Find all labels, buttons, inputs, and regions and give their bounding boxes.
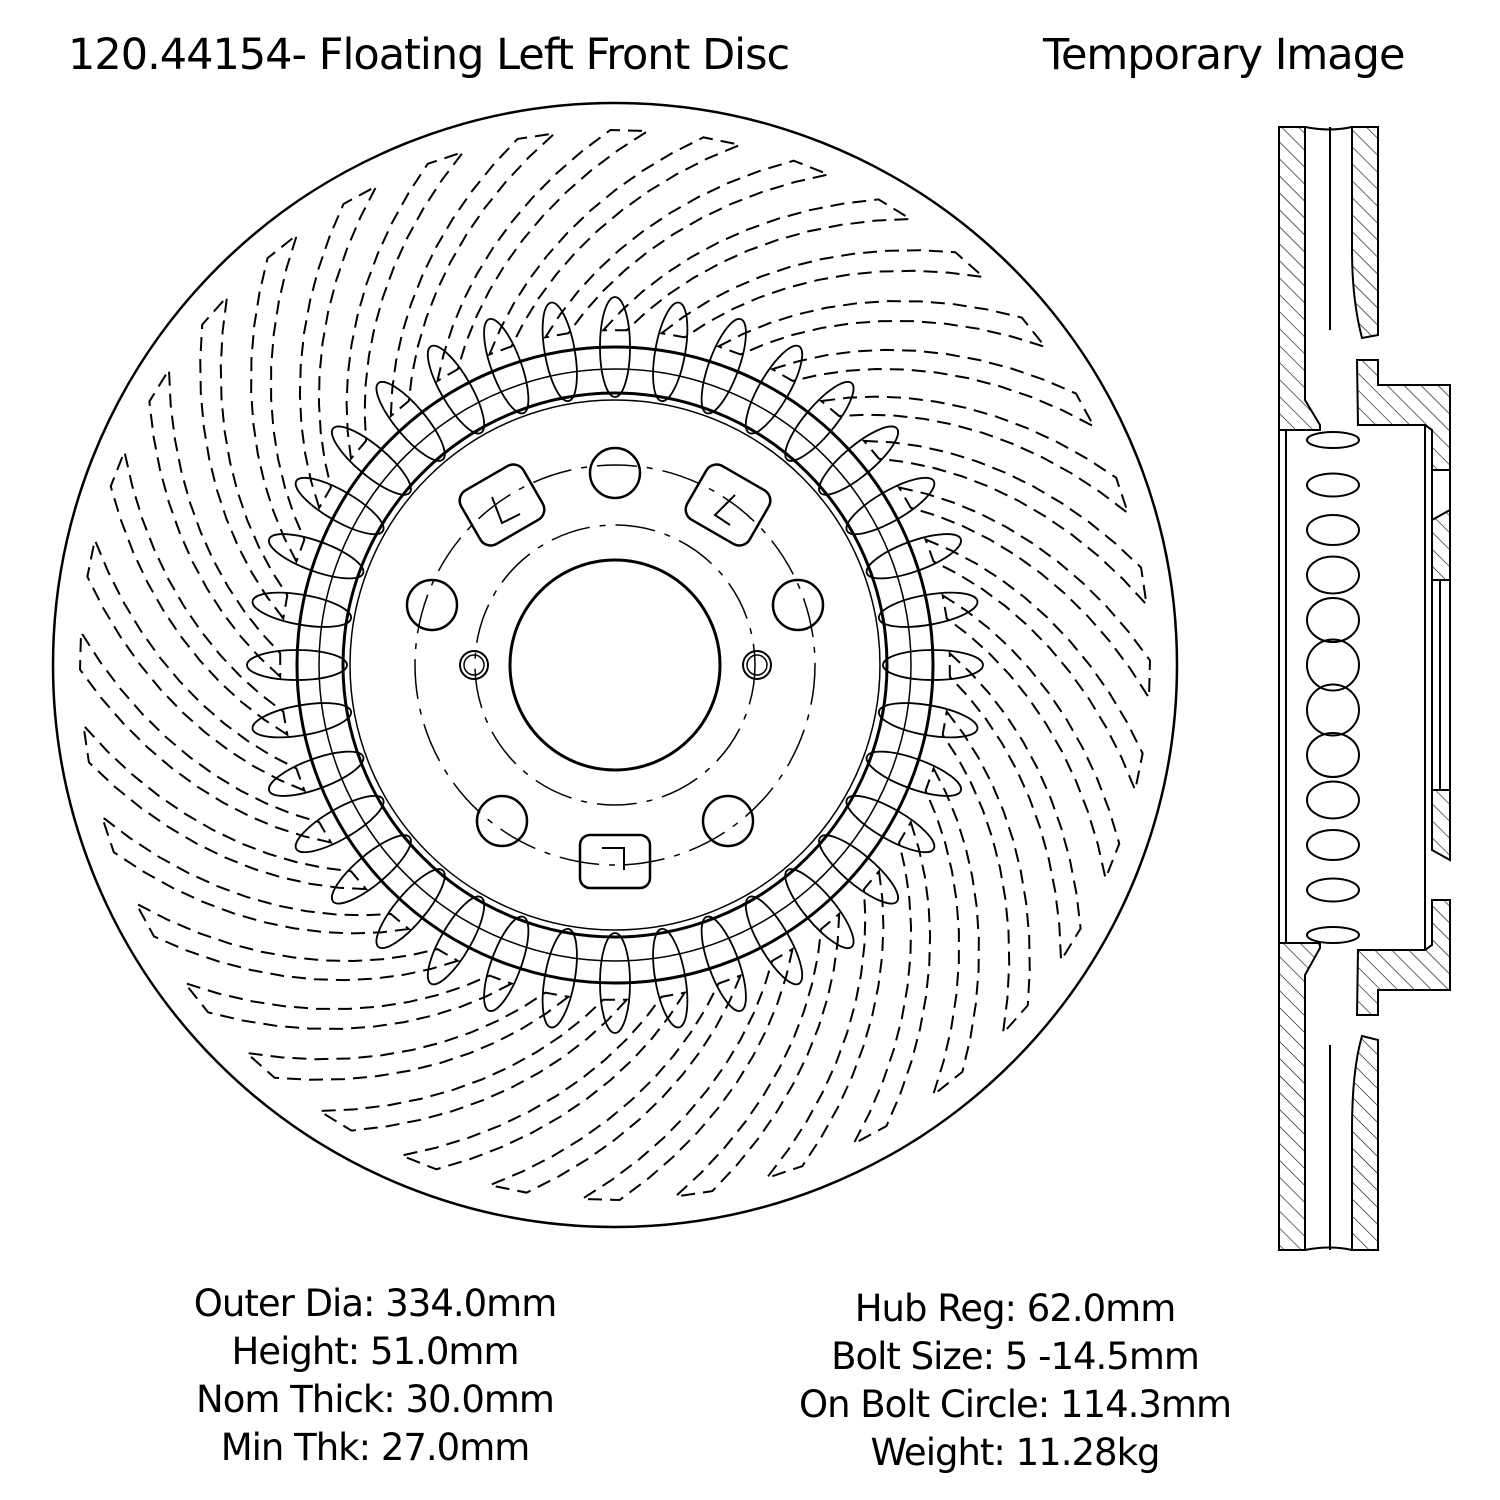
page-title: 120.44154- Floating Left Front Disc [68, 30, 790, 80]
spec-outer-dia: Outer Dia: 334.0mm [193, 1282, 558, 1325]
hub-bore [508, 558, 722, 772]
cooling-vanes [79, 129, 1151, 1201]
spec-hub-reg: Hub Reg: 62.0mm [854, 1287, 1177, 1330]
spec-min-thk: Min Thk: 27.0mm [220, 1426, 531, 1469]
l-marks [458, 463, 772, 890]
disc-front-view [51, 101, 1179, 1229]
float-pins [246, 296, 984, 1034]
spec-height: Height: 51.0mm [231, 1330, 519, 1373]
spec-bolt-size: Bolt Size: 5 -14.5mm [831, 1335, 1200, 1378]
hat-outer-ring [295, 345, 935, 985]
spec-nom-thick: Nom Thick: 30.0mm [196, 1378, 555, 1421]
pilot-circle [474, 524, 756, 806]
bolt-holes [405, 446, 825, 848]
bolt-circle [414, 464, 816, 866]
outer-rim [51, 101, 1179, 1229]
temporary-image-label: Temporary Image [1043, 30, 1405, 80]
spec-weight: Weight: 11.28kg [870, 1431, 1161, 1474]
specs-right: Hub Reg: 62.0mm Bolt Size: 5 -14.5mm On … [780, 1285, 1250, 1477]
spec-on-bolt-circle: On Bolt Circle: 114.3mm [798, 1383, 1232, 1426]
specs-left: Outer Dia: 334.0mm Height: 51.0mm Nom Th… [160, 1280, 590, 1472]
vent-holes [1306, 431, 1360, 944]
disc-section-view [1278, 126, 1451, 1251]
